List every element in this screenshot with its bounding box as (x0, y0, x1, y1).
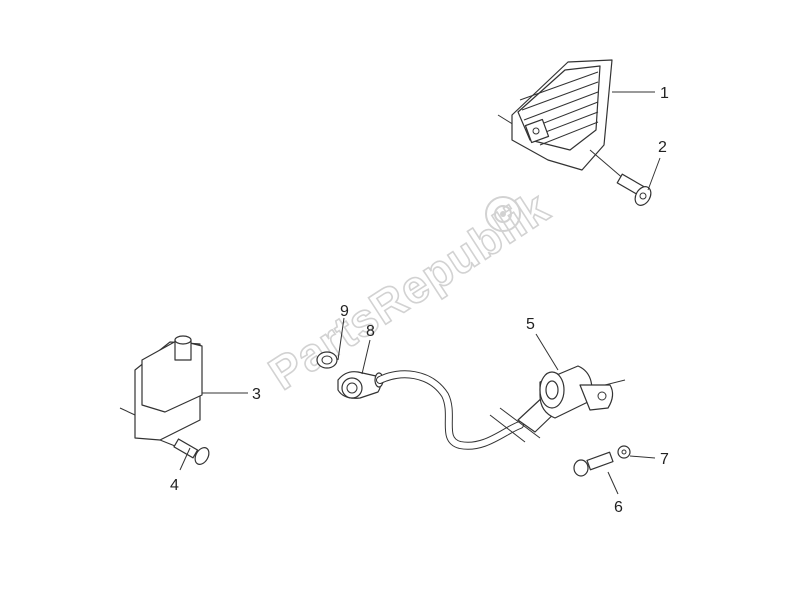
regulator-part (497, 59, 626, 181)
leader-lines (179, 91, 661, 495)
module-bolt-part (173, 438, 210, 465)
callout-1: 1 (660, 85, 669, 102)
callout-6: 6 (614, 499, 623, 516)
callout-2: 2 (658, 139, 667, 156)
cap-grommet-part (316, 351, 338, 369)
callout-4: 4 (170, 477, 179, 494)
callout-7: 7 (660, 451, 669, 468)
callout-9: 9 (340, 303, 349, 320)
watermark: PartsRepublik (259, 180, 559, 401)
ignition-module-part (119, 335, 206, 459)
callout-5: 5 (526, 316, 535, 333)
callout-3: 3 (252, 386, 261, 403)
callout-8: 8 (366, 323, 375, 340)
spark-plug-cap-part (337, 371, 384, 399)
ignition-coil-part (489, 365, 626, 443)
coil-bolt-part (573, 451, 614, 477)
watermark-text: PartsRepublik (260, 181, 559, 400)
regulator-bolt-part (616, 173, 652, 206)
washer-part (617, 445, 631, 459)
gear-logo-icon (485, 196, 521, 232)
